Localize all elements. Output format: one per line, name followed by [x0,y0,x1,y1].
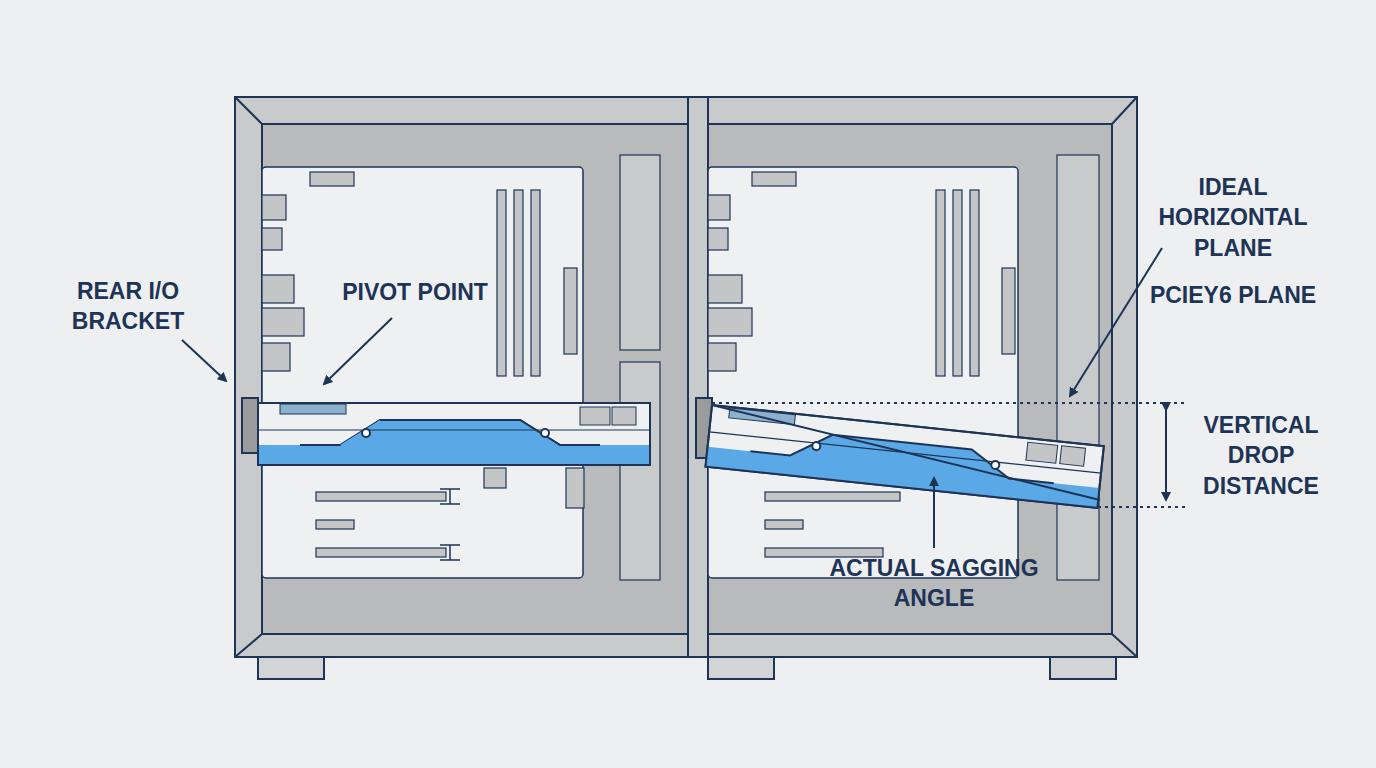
callout-label: IDEAL HORIZONTAL PLANE [1140,172,1326,263]
callout-label: PIVOT POINT [322,277,508,307]
callout-label: ACTUAL SAGGING ANGLE [828,553,1040,614]
callout-label: REAR I/O BRACKET [58,276,198,337]
callout-label: VERTICAL DROP DISTANCE [1186,410,1336,501]
callout-label: PCIEY6 PLANE [1140,280,1326,310]
